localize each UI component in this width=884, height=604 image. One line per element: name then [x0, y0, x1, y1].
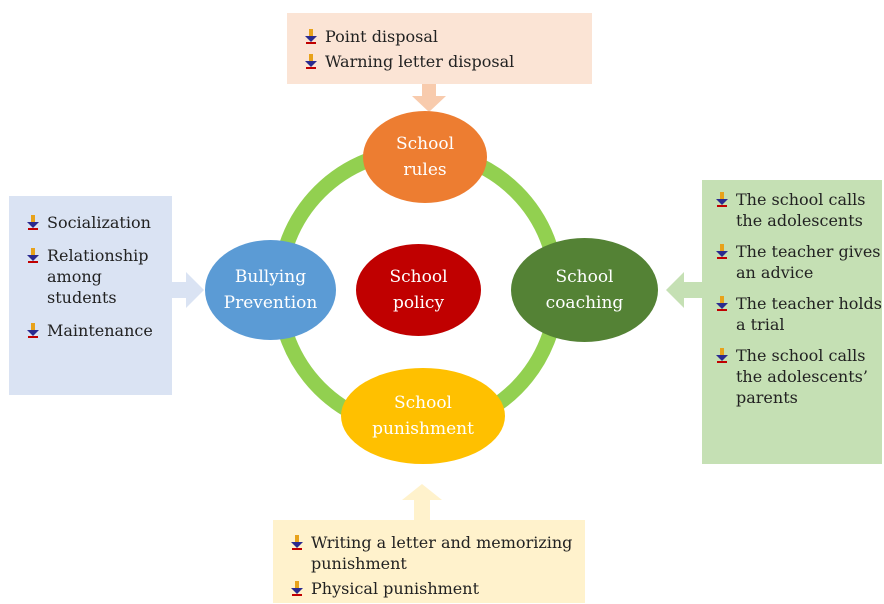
down-arrow-bullet-icon [305, 54, 317, 69]
list-item-text: Physical punishment [311, 579, 479, 598]
down-arrow-bullet-icon [27, 323, 39, 338]
list-item-text: The school calls [736, 346, 866, 365]
list-item: Maintenance [25, 320, 172, 341]
arrow-right-left [666, 272, 702, 308]
list-item: Relationship among students [25, 245, 172, 308]
down-arrow-bullet-icon [716, 244, 728, 259]
list-item: The teacher gives an advice [714, 241, 882, 283]
list-item-text: Point disposal [325, 27, 438, 46]
node-label: School [393, 393, 452, 413]
list-item-text: punishment [311, 554, 407, 573]
down-arrow-bullet-icon [716, 192, 728, 207]
list-item: The school calls the adolescents [714, 189, 882, 231]
list-item-text: the adolescents [736, 211, 863, 230]
list-item: Physical punishment [289, 578, 585, 599]
list-item: Point disposal [303, 26, 592, 47]
arrow-top-down [412, 84, 446, 112]
down-arrow-bullet-icon [716, 348, 728, 363]
bullying-prevention-node: Bullying Prevention [205, 240, 336, 340]
list-item: The teacher holds a trial [714, 293, 882, 335]
school-rules-node: School rules [363, 111, 487, 203]
bottom-box-list: Writing a letter and memorizing punishme… [289, 532, 585, 599]
left-box: Socialization Relationship among student… [9, 196, 172, 395]
down-arrow-bullet-icon [291, 535, 303, 550]
list-item-text: Socialization [47, 213, 151, 232]
right-box-list: The school calls the adolescents The tea… [714, 189, 882, 408]
list-item-text: The school calls [736, 190, 866, 209]
school-coaching-node: School coaching [511, 238, 658, 342]
list-item-text: The teacher holds [736, 294, 882, 313]
list-item-text: the adolescents’ [736, 367, 868, 386]
bottom-box: Writing a letter and memorizing punishme… [273, 520, 585, 603]
school-policy-node: School policy [356, 244, 481, 336]
node-label: School [395, 134, 455, 154]
list-item-text: The teacher gives [736, 242, 881, 261]
list-item-text: parents [736, 388, 798, 407]
list-item-text: an advice [736, 263, 814, 282]
node-label: rules [403, 160, 447, 180]
arrow-bottom-up [402, 484, 442, 520]
down-arrow-bullet-icon [716, 296, 728, 311]
down-arrow-bullet-icon [27, 248, 39, 263]
list-item-text: a trial [736, 315, 785, 334]
left-box-list: Socialization Relationship among student… [25, 212, 172, 341]
list-item-text: students [47, 288, 117, 307]
node-label: School [389, 267, 448, 287]
school-punishment-node: School punishment [341, 368, 505, 464]
down-arrow-bullet-icon [291, 581, 303, 596]
top-box-list: Point disposal Warning letter disposal [303, 26, 592, 72]
list-item-text: Maintenance [47, 321, 153, 340]
right-box: The school calls the adolescents The tea… [702, 180, 882, 464]
node-label: policy [392, 293, 445, 313]
down-arrow-bullet-icon [27, 215, 39, 230]
list-item-text: Writing a letter and memorizing [311, 533, 573, 552]
node-label: Bullying [234, 267, 307, 287]
arrow-left-right [172, 272, 204, 308]
node-label: School [555, 267, 614, 287]
node-label: coaching [545, 293, 624, 313]
list-item-text: Relationship [47, 246, 149, 265]
list-item: Warning letter disposal [303, 51, 592, 72]
list-item: Socialization [25, 212, 172, 233]
list-item: Writing a letter and memorizing punishme… [289, 532, 585, 574]
down-arrow-bullet-icon [305, 29, 317, 44]
list-item: The school calls the adolescents’ parent… [714, 345, 882, 408]
node-label: Prevention [223, 293, 318, 313]
list-item-text: Warning letter disposal [325, 52, 515, 71]
list-item-text: among [47, 267, 102, 286]
node-label: punishment [372, 419, 474, 439]
top-box: Point disposal Warning letter disposal [287, 13, 592, 84]
